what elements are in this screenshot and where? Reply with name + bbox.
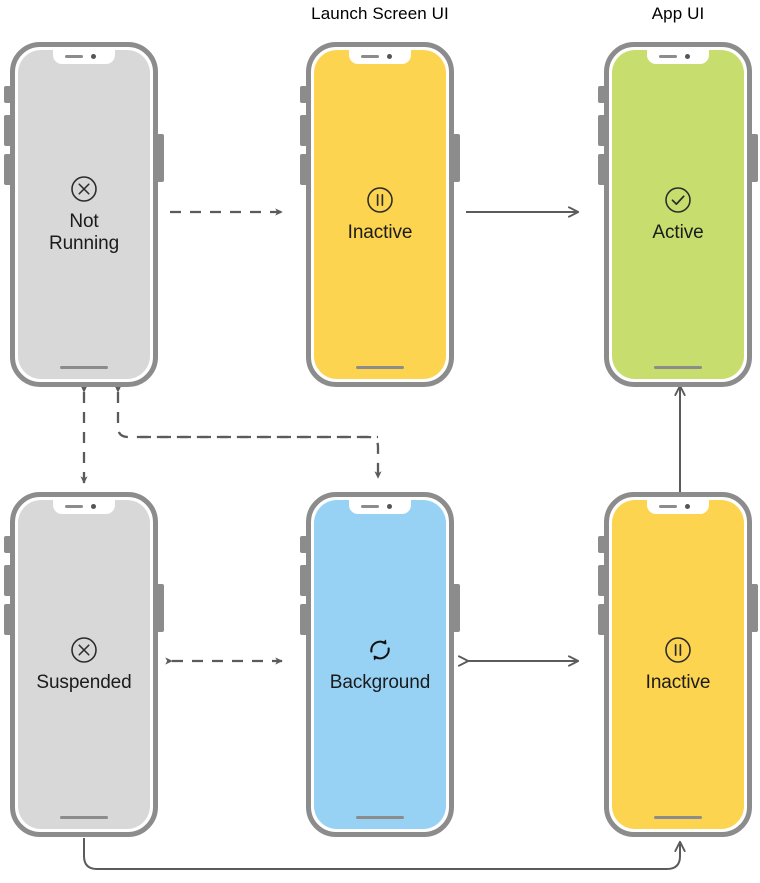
check-circle-icon — [665, 187, 691, 213]
pause-circle-icon — [367, 187, 393, 213]
phone-screen: Not Running — [18, 50, 150, 379]
state-label: Inactive — [645, 671, 711, 693]
state-phone-not-running: Not Running — [4, 42, 164, 387]
mute-switch-icon — [4, 86, 10, 103]
volume-up-button-icon — [598, 565, 604, 596]
state-label: Active — [652, 221, 704, 243]
power-button-icon — [752, 584, 758, 632]
state-label: Not Running — [48, 210, 120, 254]
home-indicator — [356, 816, 404, 819]
phone-screen: Active — [612, 50, 744, 379]
home-indicator — [60, 816, 108, 819]
volume-down-button-icon — [300, 604, 306, 635]
mute-switch-icon — [4, 536, 10, 553]
state-label: Suspended — [36, 671, 132, 693]
volume-up-button-icon — [4, 115, 10, 146]
volume-down-button-icon — [4, 154, 10, 185]
home-indicator — [356, 366, 404, 369]
home-indicator — [654, 816, 702, 819]
x-circle-icon — [71, 637, 97, 663]
notch — [349, 500, 411, 514]
state-label: Background — [329, 671, 431, 693]
state-phone-active: Active — [598, 42, 758, 387]
volume-up-button-icon — [300, 565, 306, 596]
phone-screen: Background — [314, 500, 446, 829]
notch — [53, 50, 115, 64]
volume-down-button-icon — [300, 154, 306, 185]
mute-switch-icon — [300, 536, 306, 553]
arrow-background-to-not-running — [114, 385, 378, 439]
volume-up-button-icon — [598, 115, 604, 146]
arrow-suspended-to-inactive-app-loop — [83, 838, 680, 870]
state-phone-inactive-launch: Inactive — [300, 42, 460, 387]
power-button-icon — [158, 134, 164, 182]
power-button-icon — [158, 584, 164, 632]
state-phone-inactive-app: Inactive — [598, 492, 758, 837]
volume-down-button-icon — [598, 154, 604, 185]
power-button-icon — [752, 134, 758, 182]
state-label: Inactive — [347, 221, 413, 243]
home-indicator — [654, 366, 702, 369]
phone-screen: Inactive — [314, 50, 446, 379]
launch-screen-ui-title: Launch Screen UI — [311, 4, 449, 23]
notch — [349, 50, 411, 64]
x-circle-icon — [71, 175, 97, 202]
refresh-circle-icon — [370, 639, 390, 661]
notch — [53, 500, 115, 514]
power-button-icon — [454, 134, 460, 182]
app-ui-title: App UI — [651, 4, 705, 23]
power-button-icon — [454, 584, 460, 632]
mute-switch-icon — [598, 86, 604, 103]
volume-down-button-icon — [4, 604, 10, 635]
phone-screen: Inactive — [612, 500, 744, 829]
volume-up-button-icon — [4, 565, 10, 596]
phone-screen: Suspended — [18, 500, 150, 829]
state-phone-suspended: Suspended — [4, 492, 164, 837]
pause-circle-icon — [665, 637, 691, 663]
mute-switch-icon — [598, 536, 604, 553]
notch — [647, 50, 709, 64]
mute-switch-icon — [300, 86, 306, 103]
state-phone-background: Background — [300, 492, 460, 837]
home-indicator — [60, 366, 108, 369]
notch — [647, 500, 709, 514]
volume-up-button-icon — [300, 115, 306, 146]
arrow-not-running-to-background — [140, 435, 382, 479]
volume-down-button-icon — [598, 604, 604, 635]
